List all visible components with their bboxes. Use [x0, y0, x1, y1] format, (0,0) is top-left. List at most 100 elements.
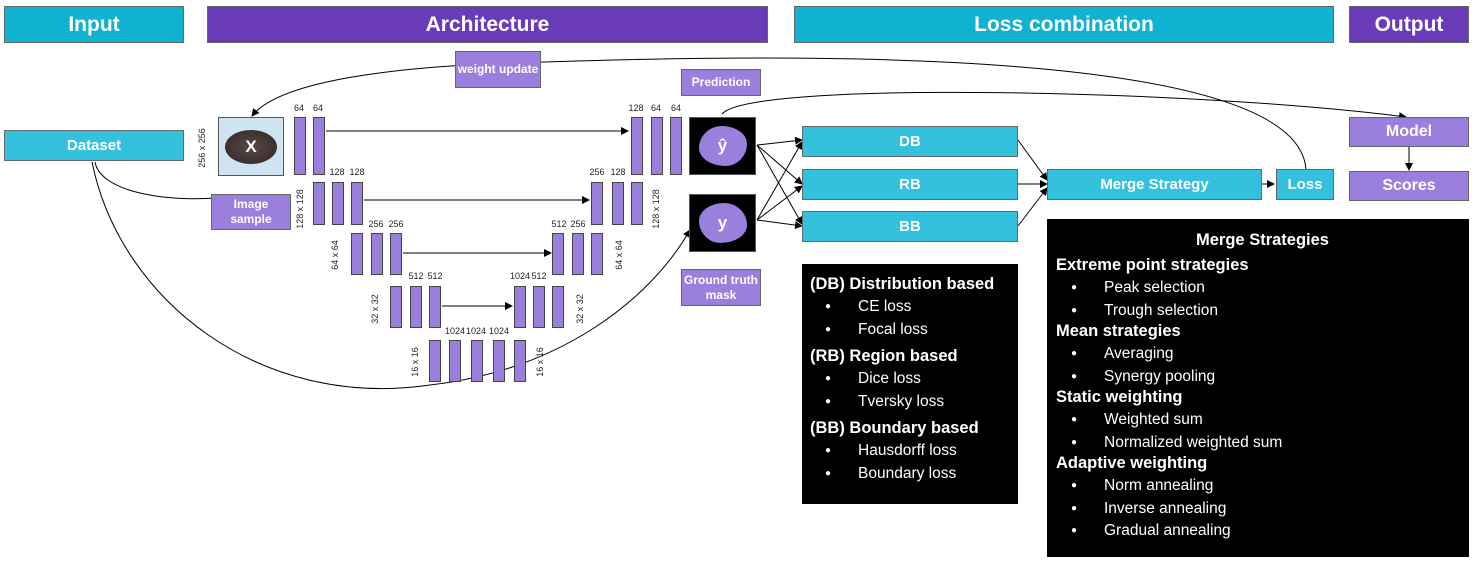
adaptive-title: Adaptive weighting: [1056, 454, 1208, 472]
bb-box: BB: [802, 211, 1018, 242]
enc2-block-b: [332, 182, 344, 225]
lesion-image: X: [225, 129, 277, 164]
weight-update-arrow: [251, 57, 1307, 171]
enc3-block-c: [390, 233, 402, 275]
mean-list: Averaging Synergy pooling: [1056, 343, 1469, 388]
enc4-block-a: [390, 286, 402, 328]
dataset-box: Dataset: [4, 130, 184, 161]
bb-title: (BB) Boundary based: [810, 419, 979, 437]
list-item: Weighted sum: [1071, 409, 1469, 432]
dec4-block-c: [552, 286, 564, 328]
bottleneck-channel-b: 1024: [465, 326, 487, 336]
dec1-block-b: [651, 117, 663, 175]
enc4-channel-a: 512: [408, 271, 424, 281]
list-item: Boundary loss: [825, 463, 1018, 486]
dec4-size: 16 x 16: [535, 347, 545, 377]
extreme-title: Extreme point strategies: [1056, 256, 1249, 274]
enc3-block-b: [371, 233, 383, 275]
loss-types-panel: (DB) Distribution based CE loss Focal lo…: [802, 264, 1018, 504]
model-box: Model: [1349, 117, 1469, 147]
image-sample-box: Image sample: [211, 194, 291, 230]
enc1-size: 128 x 128: [295, 189, 305, 229]
dec4-block-a: [514, 286, 526, 328]
list-item: CE loss: [825, 296, 1018, 319]
enc4-block-c: [429, 286, 441, 328]
loss-box: Loss: [1276, 169, 1334, 200]
bottleneck-channel-a: 1024: [444, 326, 466, 336]
rb-box: RB: [802, 169, 1018, 200]
merge-strategies-panel: Merge Strategies Extreme point strategie…: [1047, 219, 1469, 557]
enc1-block-b: [313, 117, 325, 175]
list-item: Norm annealing: [1071, 475, 1469, 498]
weight-update-box: weight update: [455, 51, 541, 88]
list-item: Peak selection: [1071, 277, 1469, 300]
static-list: Weighted sum Normalized weighted sum: [1056, 409, 1469, 454]
adaptive-list: Norm annealing Inverse annealing Gradual…: [1056, 475, 1469, 543]
static-title: Static weighting: [1056, 388, 1183, 406]
dec1-block-a: [631, 117, 643, 175]
dec3-block-a: [552, 233, 564, 275]
list-item: Tversky loss: [825, 391, 1018, 414]
bottleneck-block-e: [514, 340, 526, 382]
dec2-size: 64 x 64: [614, 240, 624, 270]
prediction-to-model-arrow: [721, 91, 1407, 121]
dec1-block-c: [670, 117, 682, 175]
list-item: Normalized weighted sum: [1071, 432, 1469, 455]
enc3-channel-a: 256: [368, 219, 384, 229]
header-input: Input: [4, 6, 184, 43]
dec3-channel-b: 256: [570, 219, 586, 229]
dec2-block-b: [612, 182, 624, 225]
bottleneck-block-d: [493, 340, 505, 382]
scores-box: Scores: [1349, 171, 1469, 201]
enc1-channel-b: 64: [312, 103, 323, 113]
enc3-block-a: [351, 233, 363, 275]
db-title: (DB) Distribution based: [810, 275, 995, 293]
enc3-channel-b: 256: [388, 219, 404, 229]
bottleneck-block-a: [429, 340, 441, 382]
db-list: CE loss Focal loss: [810, 296, 1018, 341]
dec3-channel-a: 512: [551, 219, 567, 229]
enc4-block-b: [410, 286, 422, 328]
header-output: Output: [1349, 6, 1469, 43]
bottleneck-block-c: [471, 340, 483, 382]
input-image: X: [218, 117, 284, 176]
bottleneck-channel-c: 1024: [488, 326, 510, 336]
dataset-to-groundtruth-arrow: [91, 161, 691, 390]
dec4-channel-b: 512: [531, 271, 547, 281]
enc1-channel-a: 64: [293, 103, 304, 113]
enc4-size: 16 x 16: [410, 347, 420, 377]
enc1-block-a: [294, 117, 306, 175]
enc3-size: 32 x 32: [370, 294, 380, 324]
dec2-block-c: [631, 182, 643, 225]
dec1-size: 128 x 128: [651, 189, 661, 229]
list-item: Hausdorff loss: [825, 440, 1018, 463]
merge-strategy-box: Merge Strategy: [1047, 169, 1262, 200]
dec3-size: 32 x 32: [575, 294, 585, 324]
enc2-size: 64 x 64: [330, 240, 340, 270]
enc2-block-a: [313, 182, 325, 225]
dec4-block-b: [533, 286, 545, 328]
dec1-channel-b: 64: [650, 103, 661, 113]
ground-truth-symbol: y: [698, 203, 747, 243]
header-loss-combination: Loss combination: [794, 6, 1334, 43]
prediction-label-box: Prediction: [681, 69, 761, 96]
dec1-channel-a: 128: [628, 103, 644, 113]
dec3-block-c: [591, 233, 603, 275]
ground-truth-label-box: Ground truth mask: [681, 269, 761, 306]
ground-truth-mask: y: [689, 194, 756, 252]
bb-list: Hausdorff loss Boundary loss: [810, 440, 1018, 485]
image-size-label: 256 x 256: [197, 128, 207, 168]
mean-title: Mean strategies: [1056, 322, 1181, 340]
list-item: Trough selection: [1071, 300, 1469, 323]
merge-strategies-title: Merge Strategies: [1196, 231, 1329, 249]
db-box: DB: [802, 126, 1018, 157]
dec3-block-b: [572, 233, 584, 275]
list-item: Gradual annealing: [1071, 520, 1469, 543]
list-item: Dice loss: [825, 368, 1018, 391]
list-item: Focal loss: [825, 319, 1018, 342]
extreme-list: Peak selection Trough selection: [1056, 277, 1469, 322]
rb-list: Dice loss Tversky loss: [810, 368, 1018, 413]
prediction-mask: ŷ: [689, 117, 756, 175]
dec1-channel-c: 64: [670, 103, 681, 113]
